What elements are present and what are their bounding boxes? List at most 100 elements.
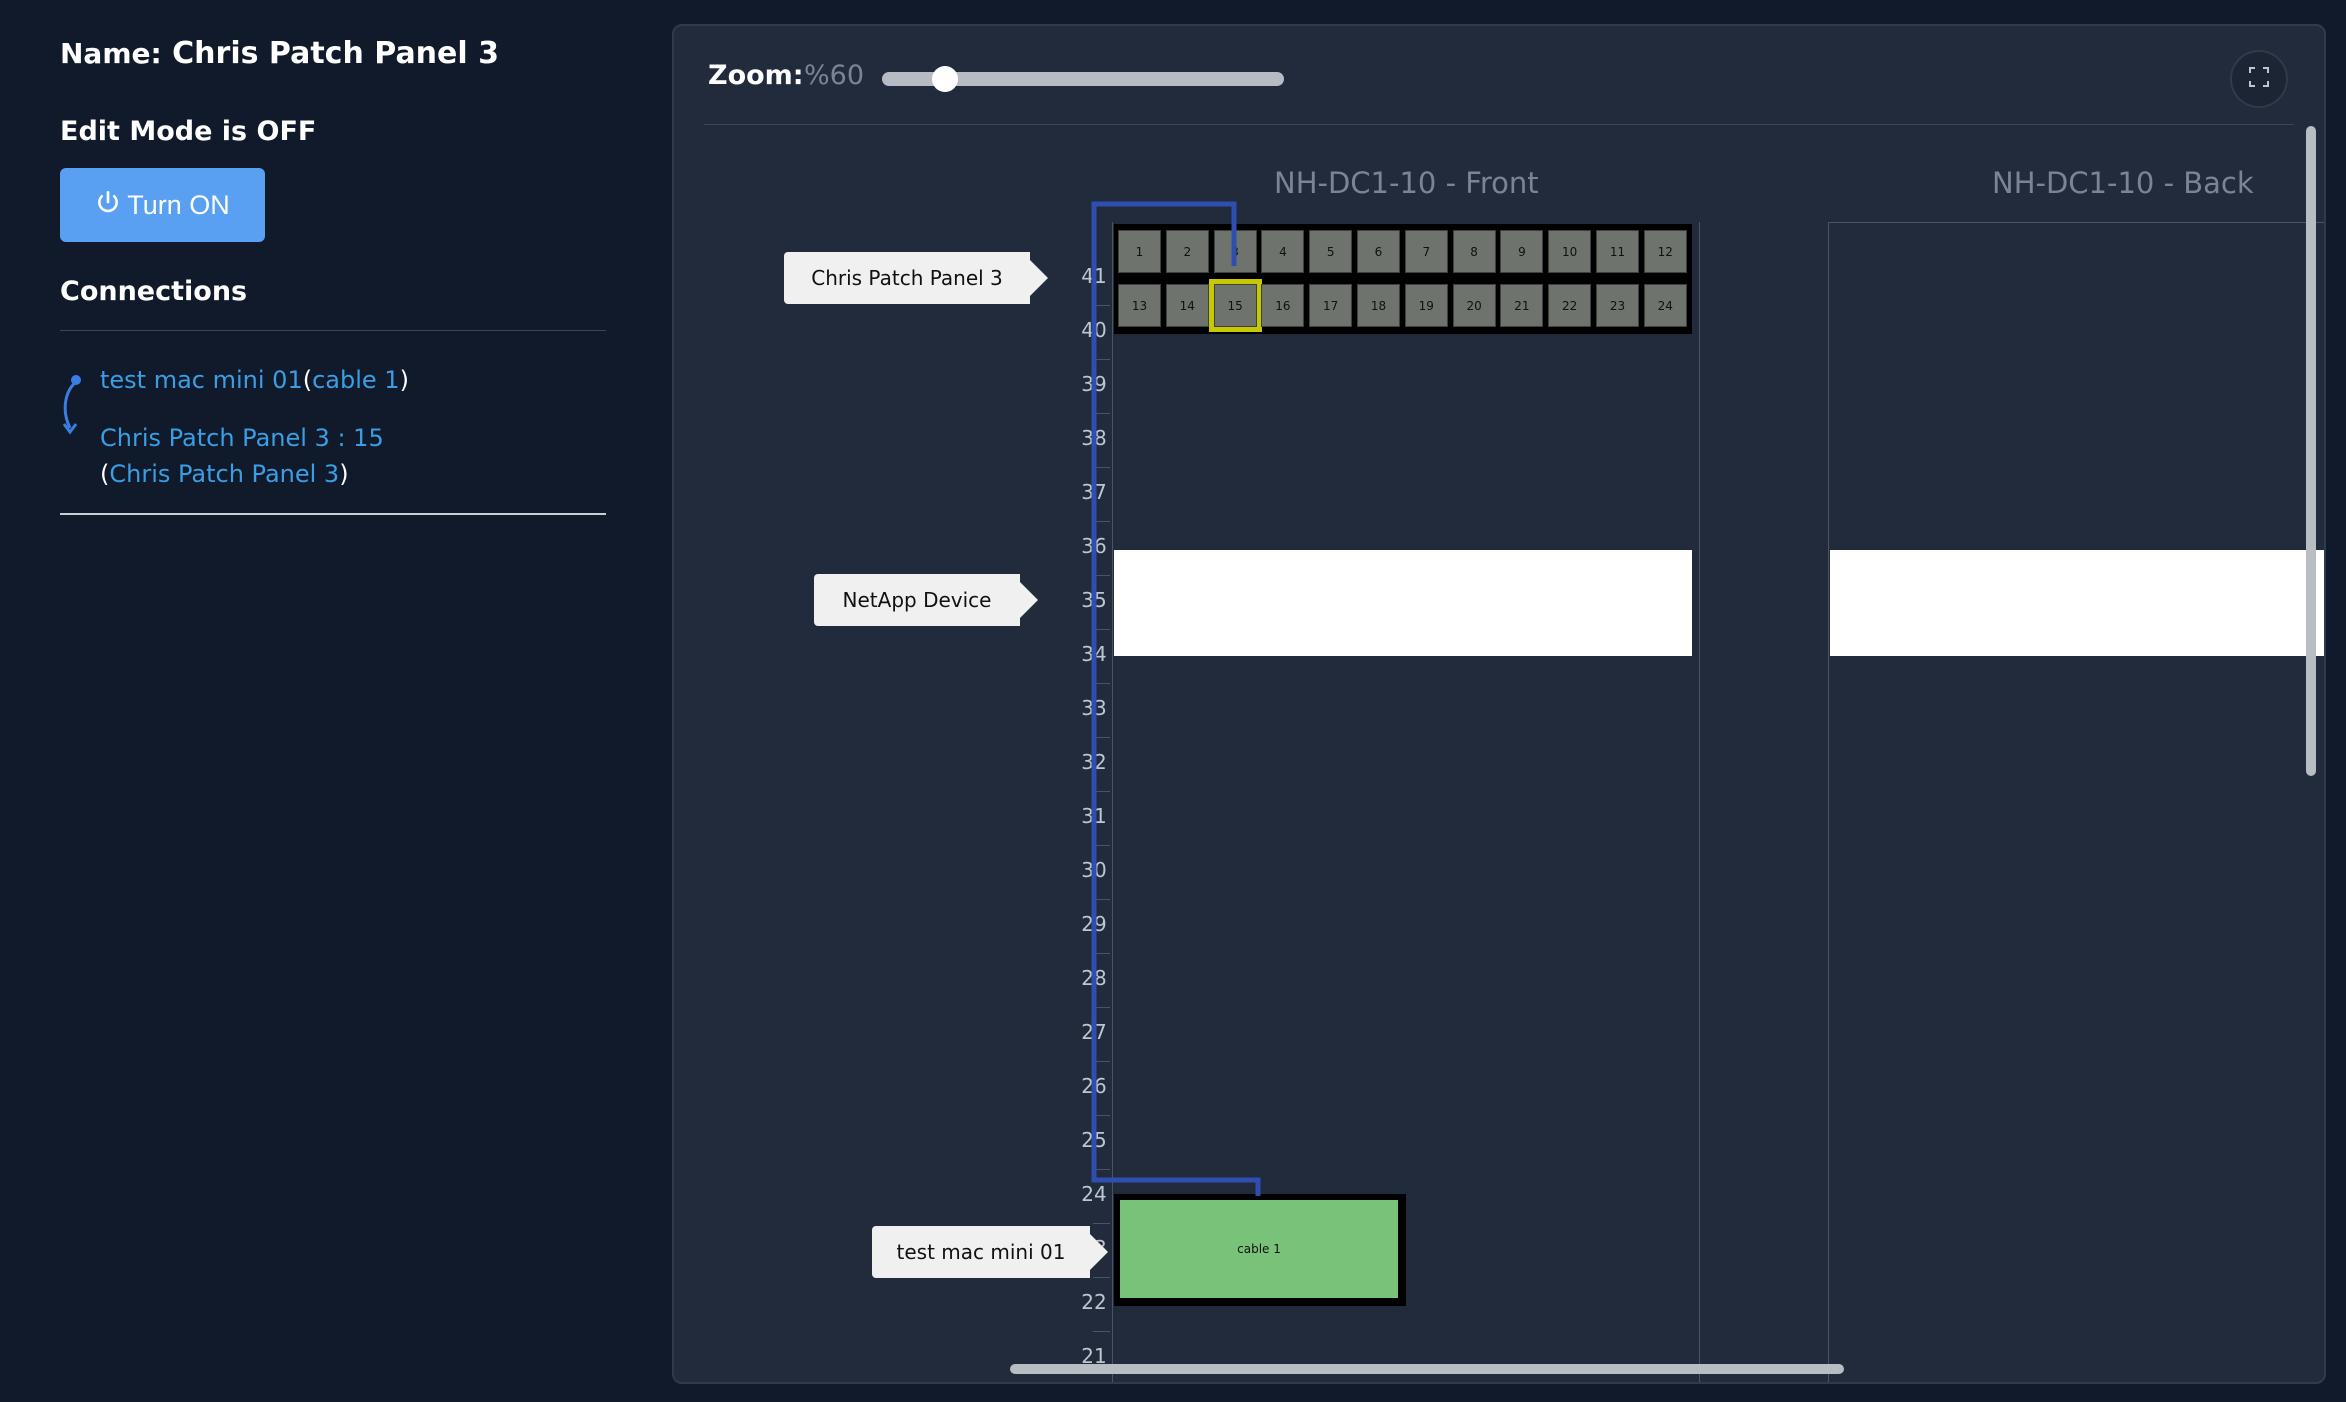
- patch-port[interactable]: 22: [1548, 284, 1592, 327]
- mac-mini-tag[interactable]: test mac mini 01: [872, 1226, 1108, 1278]
- rack-unit-tick: [1093, 953, 1110, 954]
- rack-unit-tick: [1093, 1223, 1110, 1224]
- rack-unit-number: 26: [1081, 1074, 1107, 1098]
- cable-link[interactable]: cable 1: [312, 366, 400, 394]
- rack-unit-tick: [1093, 845, 1110, 846]
- turn-on-label: Turn ON: [127, 189, 230, 220]
- connection-source: test mac mini 01(cable 1): [100, 366, 409, 394]
- rack-unit-tick: [1093, 1169, 1110, 1170]
- rack-unit-number: 39: [1081, 372, 1107, 396]
- patch-port[interactable]: 20: [1452, 284, 1496, 327]
- rack-unit-tick: [1093, 1277, 1110, 1278]
- patch-port[interactable]: 17: [1309, 284, 1353, 327]
- rack-front-title: NH-DC1-10 - Front: [1274, 166, 1539, 200]
- device-name-row: Name: Chris Patch Panel 3: [60, 36, 499, 71]
- zoom-slider-thumb[interactable]: [932, 66, 958, 92]
- rack-unit-tick: [1093, 629, 1110, 630]
- patch-port[interactable]: 11: [1596, 230, 1639, 273]
- rack-unit-number: 27: [1081, 1020, 1107, 1044]
- divider: [704, 124, 2294, 125]
- patch-port[interactable]: 18: [1357, 284, 1400, 327]
- patch-port[interactable]: 12: [1643, 230, 1687, 273]
- horizontal-scrollbar[interactable]: [1010, 1364, 1844, 1374]
- rack-unit-number: 35: [1081, 588, 1107, 612]
- divider: [60, 330, 606, 331]
- rack-unit-tick: [1093, 791, 1110, 792]
- netapp-device-back[interactable]: [1830, 550, 2324, 656]
- rack-unit-tick: [1093, 683, 1110, 684]
- patch-port[interactable]: 19: [1404, 284, 1448, 327]
- port-link[interactable]: Chris Patch Panel 3 : 15: [100, 424, 384, 452]
- fullscreen-button[interactable]: [2230, 50, 2288, 108]
- rack-unit-tick: [1093, 1007, 1110, 1008]
- patch-port[interactable]: 2: [1165, 230, 1209, 273]
- rack-unit-number: 25: [1081, 1128, 1107, 1152]
- rack-unit-number: 32: [1081, 750, 1107, 774]
- rack-unit-tick: [1093, 737, 1110, 738]
- connection-arrow-icon: [60, 372, 86, 438]
- rack-unit-tick: [1093, 1331, 1110, 1332]
- rack-unit-tick: [1093, 359, 1110, 360]
- zoom-value: %60: [804, 60, 865, 91]
- rack-unit-number: 30: [1081, 858, 1107, 882]
- turn-on-button[interactable]: Turn ON: [60, 168, 265, 242]
- rack-unit-number: 24: [1081, 1182, 1107, 1206]
- rack-unit-tick: [1093, 305, 1110, 306]
- patch-port[interactable]: 21: [1500, 284, 1544, 327]
- patch-port[interactable]: 8: [1452, 230, 1496, 273]
- patch-port[interactable]: 16: [1261, 284, 1305, 327]
- netapp-tag[interactable]: NetApp Device: [814, 574, 1038, 626]
- rack-unit-tick: [1093, 899, 1110, 900]
- rack-unit-number: 37: [1081, 480, 1107, 504]
- mac-mini-device[interactable]: cable 1: [1114, 1194, 1406, 1306]
- patch-port[interactable]: 6: [1357, 230, 1400, 273]
- rack-unit-number: 28: [1081, 966, 1107, 990]
- rack-unit-tick: [1093, 1061, 1110, 1062]
- rack-unit-tick: [1093, 413, 1110, 414]
- name-label: Name:: [60, 37, 162, 70]
- rack-unit-number: 34: [1081, 642, 1107, 666]
- device-link[interactable]: test mac mini 01: [100, 366, 303, 394]
- fullscreen-icon: [2248, 66, 2270, 92]
- rack-unit-tick: [1093, 1115, 1110, 1116]
- patch-port[interactable]: 9: [1500, 230, 1544, 273]
- rack-unit-tick: [1093, 467, 1110, 468]
- device-name: Chris Patch Panel 3: [172, 36, 499, 71]
- zoom-label: Zoom:: [708, 60, 804, 91]
- rack-unit-tick: [1093, 521, 1110, 522]
- netapp-device-front[interactable]: [1114, 550, 1692, 656]
- rack-unit-number: 38: [1081, 426, 1107, 450]
- rack-unit-number: 33: [1081, 696, 1107, 720]
- vertical-scrollbar[interactable]: [2306, 126, 2316, 776]
- zoom-slider[interactable]: [882, 72, 1284, 86]
- rack-back: [1828, 222, 2324, 1382]
- patch-port[interactable]: 3: [1213, 230, 1257, 273]
- patch-port[interactable]: 10: [1548, 230, 1592, 273]
- patch-panel-tag[interactable]: Chris Patch Panel 3: [784, 252, 1048, 304]
- connections-title: Connections: [60, 276, 248, 307]
- rack-viewer: Zoom: %60 NH-DC1-10 - Front NH-DC1-10 - …: [672, 24, 2326, 1384]
- patch-port[interactable]: 4: [1261, 230, 1305, 273]
- power-icon: [95, 189, 121, 222]
- patch-port[interactable]: 13: [1118, 284, 1161, 327]
- rack-unit-number: 22: [1081, 1290, 1107, 1314]
- patch-port[interactable]: 1: [1118, 230, 1161, 273]
- rack-unit-number: 31: [1081, 804, 1107, 828]
- connection-target-panel: (Chris Patch Panel 3): [100, 460, 349, 488]
- rack-unit-tick: [1093, 575, 1110, 576]
- connection-target-port: Chris Patch Panel 3 : 15: [100, 424, 384, 452]
- patch-port[interactable]: 24: [1643, 284, 1687, 327]
- patch-port[interactable]: 14: [1165, 284, 1209, 327]
- patch-port[interactable]: 5: [1309, 230, 1353, 273]
- rack-unit-number: 41: [1081, 264, 1107, 288]
- patch-port[interactable]: 15: [1208, 279, 1262, 332]
- rack-unit-number: 29: [1081, 912, 1107, 936]
- mac-mini-port[interactable]: cable 1: [1120, 1200, 1398, 1298]
- panel-link[interactable]: Chris Patch Panel 3: [109, 460, 340, 488]
- patch-port[interactable]: 23: [1596, 284, 1639, 327]
- rack-unit-number: 40: [1081, 318, 1107, 342]
- edit-mode-status: Edit Mode is OFF: [60, 116, 317, 147]
- rack-unit-number: 36: [1081, 534, 1107, 558]
- patch-port[interactable]: 7: [1404, 230, 1448, 273]
